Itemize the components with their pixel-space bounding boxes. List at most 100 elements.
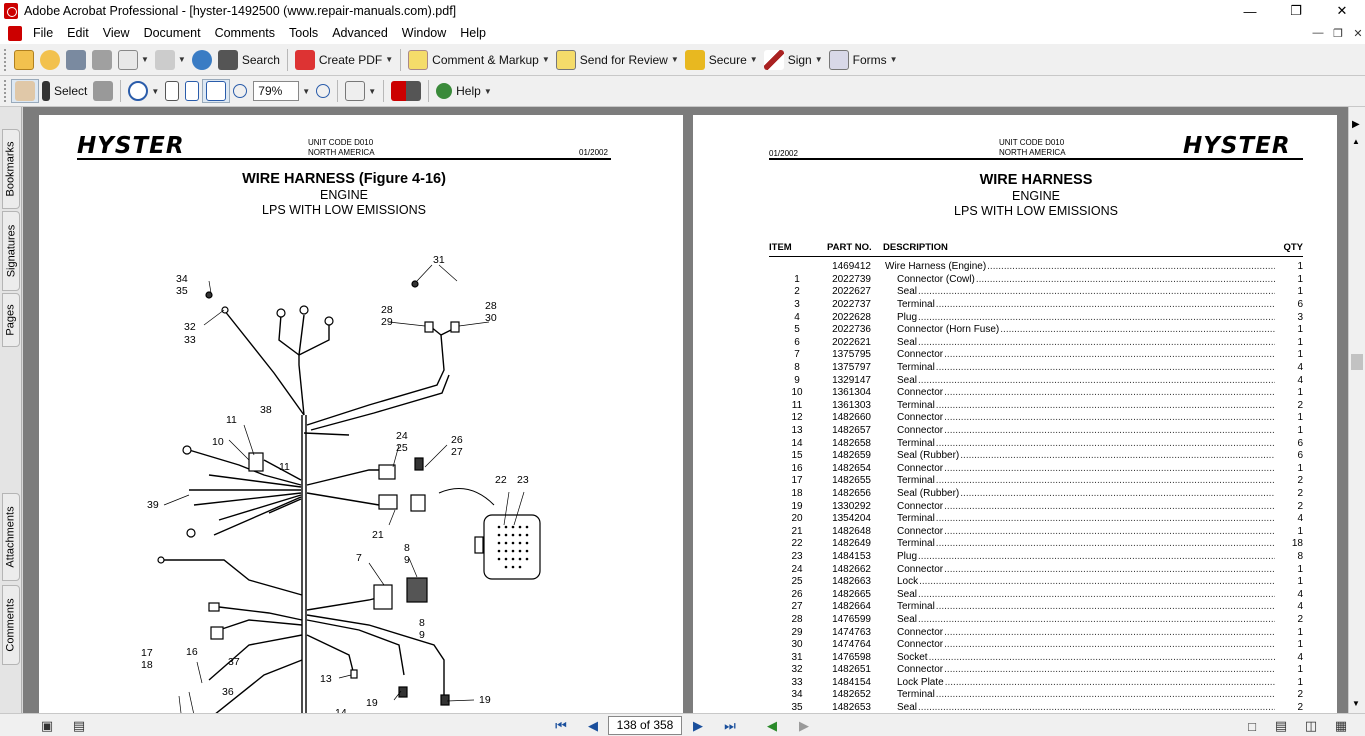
item-cell: 12 (791, 412, 803, 424)
table-subtitle-2: LPS WITH LOW EMISSIONS (954, 204, 1118, 218)
fit-page-button[interactable] (182, 79, 202, 103)
menu-edit[interactable]: Edit (67, 26, 89, 40)
save-button[interactable] (63, 48, 89, 72)
item-cell: 16 (791, 462, 803, 474)
item-cell: 26 (791, 588, 803, 600)
scroll-up-icon[interactable]: ▲ (1352, 137, 1360, 146)
fit-width-button[interactable] (202, 79, 231, 103)
menu-advanced[interactable]: Advanced (332, 26, 388, 40)
doc-close-icon[interactable]: ✕ (1353, 27, 1363, 40)
zoom-in-button[interactable] (313, 79, 333, 103)
last-page-icon[interactable]: ⏭ (724, 718, 736, 733)
expand-arrow-icon[interactable]: ▶ (1352, 119, 1360, 130)
first-page-icon[interactable]: ⏮ (555, 718, 567, 733)
toolbar-grip[interactable] (4, 80, 8, 102)
page-layout-icon[interactable]: ▣ (40, 718, 54, 733)
menu-tools[interactable]: Tools (289, 26, 319, 40)
tab-attachments[interactable]: Attachments (2, 493, 20, 581)
facing-icon[interactable]: ◫ (1304, 718, 1318, 733)
page-number-field[interactable]: 138 of 358 (608, 716, 682, 735)
comment-markup-button[interactable]: Comment & Markup▼ (405, 48, 553, 72)
menu-view[interactable]: View (102, 26, 130, 40)
toolbar-grip[interactable] (4, 48, 8, 71)
description-cell: Connector...............................… (885, 626, 1275, 639)
actual-size-button[interactable] (162, 79, 182, 103)
tab-bookmarks[interactable]: Bookmarks (2, 129, 20, 209)
leader-dots: ........................................… (1000, 324, 1275, 336)
item-cell: 13 (791, 425, 803, 437)
doc-restore-icon[interactable]: ❐ (1333, 27, 1343, 40)
leader-dots: ........................................… (935, 513, 1275, 525)
print-button[interactable] (89, 48, 115, 72)
search-button[interactable]: Search (215, 48, 283, 72)
tab-signatures[interactable]: Signatures (2, 211, 20, 291)
snapshot-button[interactable] (90, 79, 116, 103)
zoom-out-button[interactable] (230, 79, 250, 103)
document-icon[interactable] (8, 25, 22, 41)
sign-button[interactable]: Sign▼ (761, 48, 826, 72)
document-viewport[interactable]: HYSTER UNIT CODE D010 NORTH AMERICA 01/2… (23, 107, 1348, 713)
leader-dots: ........................................… (918, 613, 1275, 625)
open-button[interactable] (11, 48, 37, 72)
tab-pages[interactable]: Pages (2, 293, 20, 347)
qty-cell: 1 (1297, 626, 1303, 638)
close-icon[interactable]: ✕ (1336, 3, 1348, 18)
callout-label: 28 (485, 300, 497, 312)
item-cell: 20 (791, 513, 803, 525)
qty-cell: 4 (1297, 374, 1303, 386)
description-cell: Connector...............................… (885, 500, 1275, 513)
continuous-icon[interactable]: ▤ (1274, 718, 1288, 733)
callout-label: 38 (260, 404, 272, 416)
next-page-icon[interactable]: ▶ (693, 718, 703, 733)
select-tool-button[interactable]: Select (39, 79, 90, 103)
description-cell: Terminal................................… (885, 689, 1275, 701)
attach-button[interactable]: ▼ (152, 48, 189, 72)
email-button[interactable]: ▼ (115, 48, 152, 72)
vertical-scrollbar[interactable]: ▶ ▲ ▼ (1348, 107, 1365, 713)
web-button[interactable] (189, 48, 215, 72)
previous-page-icon[interactable]: ◀ (588, 718, 598, 733)
menu-document[interactable]: Document (143, 26, 201, 40)
part-number-cell: 1354204 (832, 513, 871, 525)
continuous-facing-icon[interactable]: ▦ (1334, 718, 1348, 733)
description-cell: Terminal................................… (885, 362, 1275, 374)
menu-window[interactable]: Window (401, 26, 447, 40)
zoom-level-field[interactable]: 79%▼ (250, 79, 313, 103)
minimize-icon[interactable]: — (1243, 3, 1257, 19)
rotate-button[interactable]: ▼ (342, 79, 379, 103)
send-for-review-button[interactable]: Send for Review▼ (553, 48, 682, 72)
forms-button[interactable]: Forms▼ (826, 48, 901, 72)
panel-toggle-icon[interactable]: ▤ (72, 718, 86, 733)
tab-comments[interactable]: Comments (2, 585, 20, 665)
part-number-cell: 1482653 (832, 702, 871, 713)
leader-dots: ........................................… (944, 525, 1275, 537)
organizer-button[interactable] (37, 48, 63, 72)
hand-tool-button[interactable] (11, 79, 39, 103)
scroll-thumb[interactable] (1351, 354, 1363, 370)
secure-button[interactable]: Secure▼ (682, 48, 761, 72)
help-button[interactable]: Help▼ (433, 79, 495, 103)
separator (286, 48, 288, 71)
doc-minimize-icon[interactable]: — (1312, 27, 1324, 39)
next-view-icon[interactable]: ▶ (799, 718, 809, 733)
yahoo-search-button[interactable] (388, 79, 424, 103)
menu-file[interactable]: File (33, 26, 54, 40)
menu-bar: File Edit View Document Comments Tools A… (0, 22, 1365, 44)
status-bar: ▣ ▤ ⏮ ◀ 138 of 358 ▶ ⏭ ◀ ▶ □ ▤ ◫ ▦ (0, 713, 1365, 736)
previous-view-icon[interactable]: ◀ (767, 718, 777, 733)
single-page-icon[interactable]: □ (1248, 718, 1256, 734)
create-pdf-button[interactable]: Create PDF▼ (292, 48, 396, 72)
callout-label: 19 (479, 694, 491, 706)
item-cell: 19 (791, 500, 803, 512)
menu-help[interactable]: Help (460, 26, 486, 40)
leader-dots: ........................................… (919, 576, 1275, 588)
tab-bookmarks-label: Bookmarks (5, 141, 17, 197)
help-icon (436, 83, 453, 99)
scroll-down-icon[interactable]: ▼ (1352, 699, 1360, 708)
restore-icon[interactable]: ❐ (1290, 3, 1302, 18)
zoom-in-tool-button[interactable]: ▼ (125, 79, 162, 103)
item-cell: 32 (791, 664, 803, 676)
menu-comments[interactable]: Comments (214, 26, 275, 40)
